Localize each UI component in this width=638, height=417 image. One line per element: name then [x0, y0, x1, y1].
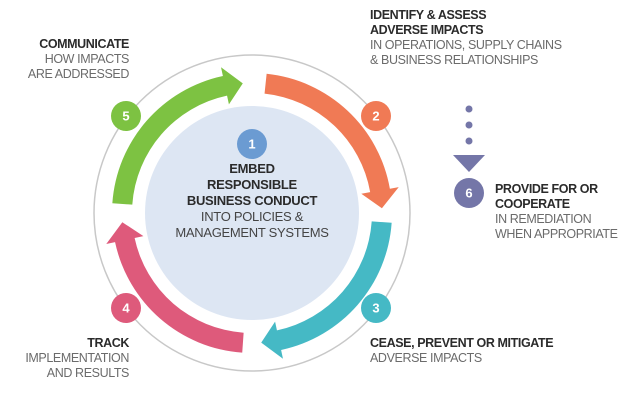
- step2-subtitle-line: & BUSINESS RELATIONSHIPS: [370, 53, 538, 67]
- step5-subtitle-line: HOW IMPACTS: [44, 52, 130, 66]
- step2-arrow-icon: [264, 73, 399, 209]
- connector-dot: [465, 137, 473, 145]
- step6-badge: 6: [454, 178, 484, 208]
- step3-title-line: CEASE, PREVENT OR MITIGATE: [370, 336, 554, 350]
- step1-title-line: EMBED: [229, 161, 275, 176]
- badge-number: 2: [372, 109, 379, 124]
- badge-circle: [237, 129, 267, 159]
- step3-badge: 3: [361, 293, 391, 323]
- step5-arrow-icon: [112, 67, 243, 205]
- step2-title-line: IDENTIFY & ASSESS: [370, 8, 487, 22]
- badge-circle: [111, 101, 141, 131]
- step1-badge: 1: [237, 129, 267, 159]
- badge-number: 6: [465, 186, 472, 201]
- badge-number: 5: [122, 109, 129, 124]
- connector-arrowhead-icon: [453, 155, 485, 172]
- step1-subtitle-line: INTO POLICIES &: [200, 209, 304, 224]
- step2-subtitle-line: IN OPERATIONS, SUPPLY CHAINS: [370, 38, 562, 52]
- badge-circle: [361, 101, 391, 131]
- badge-circle: [361, 293, 391, 323]
- badge-number: 3: [372, 301, 379, 316]
- step1-label: EMBED RESPONSIBLE BUSINESS CONDUCT INTO …: [152, 161, 352, 241]
- step5-title-line: COMMUNICATE: [39, 37, 129, 51]
- step2-title-line: ADVERSE IMPACTS: [370, 23, 484, 37]
- step4-arrow-icon: [106, 222, 244, 353]
- step4-title-line: TRACK: [87, 336, 129, 350]
- connector-dot: [465, 105, 473, 113]
- step2-label: IDENTIFY & ASSESS ADVERSE IMPACTS IN OPE…: [370, 8, 562, 68]
- center-disc: [145, 106, 359, 320]
- step5-badge: 5: [111, 101, 141, 131]
- step3-arrow-icon: [261, 221, 392, 359]
- step4-badge: 4: [111, 293, 141, 323]
- step5-subtitle-line: ARE ADDRESSED: [27, 67, 129, 81]
- connector-dot: [465, 121, 473, 129]
- step3-label: CEASE, PREVENT OR MITIGATE ADVERSE IMPAC…: [370, 336, 554, 366]
- step6-title-line: COOPERATE: [495, 197, 570, 211]
- outer-ring: [93, 54, 411, 372]
- step1-subtitle-line: MANAGEMENT SYSTEMS: [175, 225, 329, 240]
- step4-label: TRACK IMPLEMENTATION AND RESULTS: [0, 336, 129, 381]
- badge-number: 1: [248, 137, 255, 152]
- step1-title-line: RESPONSIBLE: [207, 177, 297, 192]
- step6-title-line: PROVIDE FOR OR: [495, 182, 598, 196]
- badge-number: 4: [122, 301, 130, 316]
- step4-subtitle-line: AND RESULTS: [46, 366, 130, 380]
- step3-subtitle-line: ADVERSE IMPACTS: [370, 351, 482, 365]
- step1-title-line: BUSINESS CONDUCT: [186, 193, 318, 208]
- step6-connector: [453, 105, 485, 172]
- step4-subtitle-line: IMPLEMENTATION: [25, 351, 129, 365]
- step5-label: COMMUNICATE HOW IMPACTS ARE ADDRESSED: [0, 37, 129, 82]
- step6-label: PROVIDE FOR OR COOPERATE IN REMEDIATION …: [495, 182, 618, 242]
- badge-circle: [454, 178, 484, 208]
- step6-subtitle-line: IN REMEDIATION: [495, 212, 592, 226]
- badge-circle: [111, 293, 141, 323]
- step2-badge: 2: [361, 101, 391, 131]
- step6-subtitle-line: WHEN APPROPRIATE: [495, 227, 618, 241]
